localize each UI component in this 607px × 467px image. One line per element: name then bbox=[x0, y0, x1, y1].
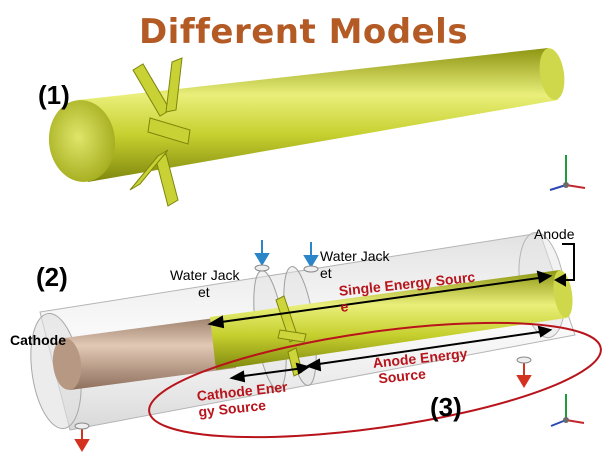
model-2-assembly bbox=[30, 231, 576, 431]
model-label-2: (2) bbox=[36, 262, 68, 292]
axis-triad-icon bbox=[549, 155, 586, 191]
single-energy-source-line bbox=[207, 270, 553, 329]
anode-pointer bbox=[553, 243, 575, 287]
anode-energy-source-line bbox=[305, 325, 553, 372]
water-jacket-left-line-2: et bbox=[198, 284, 210, 300]
axis-triad-icon bbox=[550, 394, 585, 427]
model-label-3: (3) bbox=[430, 392, 462, 422]
water-jacket-left-line-1: Water Jack bbox=[170, 267, 240, 283]
anode-label: Anode bbox=[534, 226, 575, 242]
model-3-ellipse bbox=[148, 321, 602, 439]
model-label-1: (1) bbox=[38, 80, 70, 110]
cathode-energy-source-line bbox=[229, 362, 311, 383]
model-1-fins bbox=[129, 57, 191, 207]
page-title: Different Models bbox=[138, 12, 469, 52]
water-jacket-left-label: Water Jack et bbox=[170, 267, 240, 301]
model-1-rod bbox=[48, 48, 586, 207]
water-jacket-right-line-2: et bbox=[320, 265, 332, 281]
water-inlet-arrow-icon bbox=[254, 240, 319, 268]
water-jacket-right-label: Water Jack et bbox=[320, 248, 390, 282]
cathode-label: Cathode bbox=[10, 332, 66, 348]
water-jacket-right-line-1: Water Jack bbox=[320, 248, 390, 264]
